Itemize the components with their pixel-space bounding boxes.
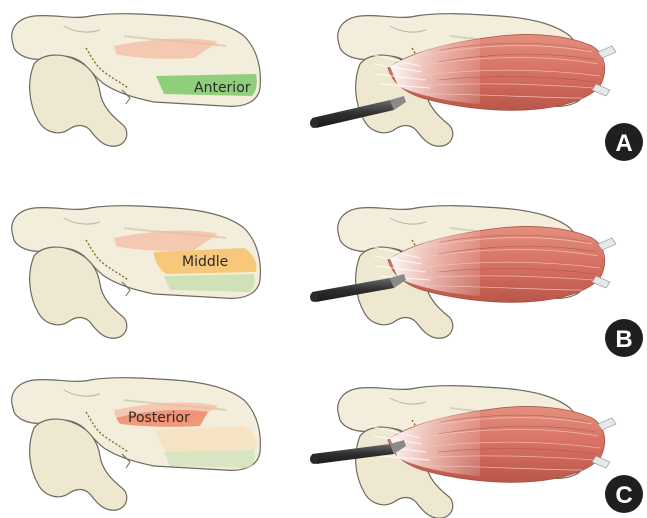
panel-b-muscle-right [310,206,616,339]
panel-a-badge: A [605,123,643,161]
region-label-middle: Middle [182,254,228,270]
panel-c: Posterior C [12,378,643,518]
panel-a-muscle-right [310,14,616,147]
panel-c-badge: C [605,475,643,513]
panel-b-anatomy-left: Middle [12,206,261,339]
region-label-posterior: Posterior [128,410,190,426]
panel-b-letter: B [615,326,632,353]
panel-a-letter: A [615,130,632,157]
region-label-anterior: Anterior [194,80,251,96]
panel-a: Anterior A [12,14,643,161]
anterior-faded-region [164,450,255,468]
anterior-faded-region [164,274,255,292]
panel-b-badge: B [605,319,643,357]
panel-c-anatomy-left: Posterior [12,378,261,511]
middle-faded-region [154,426,257,452]
panel-c-muscle-right [310,386,616,518]
panel-b: Middle B [12,206,643,357]
panel-c-letter: C [615,482,632,509]
panel-a-anatomy-left: Anterior [12,14,261,147]
